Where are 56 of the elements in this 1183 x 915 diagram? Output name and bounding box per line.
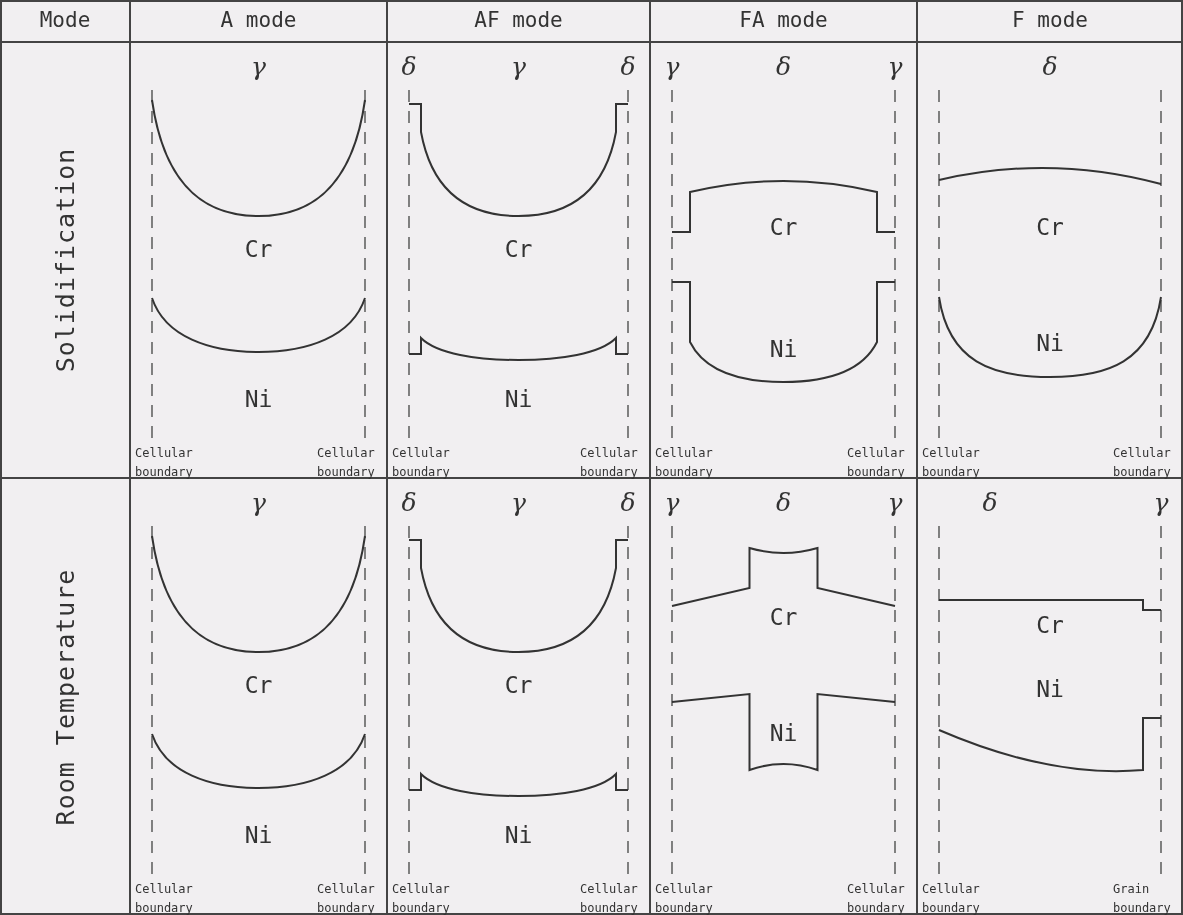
element-label: Ni — [769, 338, 798, 361]
element-label: Ni — [244, 824, 273, 847]
boundary-label: Cellular boundary — [1113, 445, 1172, 482]
phase-symbol: γ — [1153, 490, 1169, 515]
boundary-label: Cellular boundary — [847, 445, 906, 482]
element-label: Ni — [504, 388, 533, 411]
column-header: AF mode — [474, 10, 563, 31]
element-label: Ni — [244, 388, 273, 411]
element-label: Ni — [769, 722, 798, 745]
phase-symbol: γ — [887, 490, 903, 515]
element-label: Cr — [504, 674, 533, 697]
boundary-label: Grain boundary — [1113, 881, 1172, 915]
row-header: Solidification — [52, 147, 78, 373]
boundary-label: Cellular boundary — [655, 881, 714, 915]
phase-symbol: γ — [251, 54, 266, 79]
boundary-label: Cellular boundary — [317, 445, 376, 482]
element-label: Ni — [504, 824, 533, 847]
boundary-label: Cellular boundary — [580, 881, 639, 915]
boundary-label: Cellular boundary — [135, 881, 194, 915]
column-header: FA mode — [739, 10, 828, 31]
phase-symbol: γ — [664, 54, 680, 79]
boundary-label: Cellular boundary — [655, 445, 714, 482]
boundary-label: Cellular boundary — [847, 881, 906, 915]
phase-symbol: δ — [620, 54, 636, 79]
element-label: Ni — [1036, 332, 1064, 355]
element-label: Cr — [1036, 216, 1064, 239]
phase-symbol: δ — [775, 490, 792, 515]
boundary-label: Cellular boundary — [922, 445, 981, 482]
boundary-label: Cellular boundary — [580, 445, 639, 482]
element-label: Cr — [504, 238, 533, 261]
phase-symbol: δ — [775, 54, 792, 79]
element-label: Cr — [769, 606, 798, 629]
phase-symbol: δ — [620, 490, 636, 515]
phase-symbol: γ — [511, 54, 526, 79]
phase-symbol: δ — [1042, 54, 1058, 79]
column-header: F mode — [1012, 10, 1088, 31]
phase-symbol: γ — [511, 490, 526, 515]
phase-symbol: γ — [887, 54, 903, 79]
phase-symbol: γ — [664, 490, 680, 515]
boundary-label: Cellular boundary — [392, 881, 451, 915]
boundary-label: Cellular boundary — [317, 881, 376, 915]
phase-symbol: δ — [401, 490, 417, 515]
element-label: Cr — [769, 216, 798, 239]
phase-symbol: δ — [982, 490, 998, 515]
element-label: Cr — [244, 238, 273, 261]
phase-symbol: δ — [401, 54, 417, 79]
phase-symbol: γ — [251, 490, 266, 515]
column-header: A mode — [220, 10, 297, 31]
element-label: Cr — [244, 674, 273, 697]
boundary-label: Cellular boundary — [392, 445, 451, 482]
element-label: Ni — [1036, 678, 1064, 701]
element-label: Cr — [1036, 614, 1064, 637]
column-header: Mode — [39, 10, 91, 31]
boundary-label: Cellular boundary — [922, 881, 981, 915]
row-header: Room Temperature — [52, 568, 78, 825]
boundary-label: Cellular boundary — [135, 445, 194, 482]
